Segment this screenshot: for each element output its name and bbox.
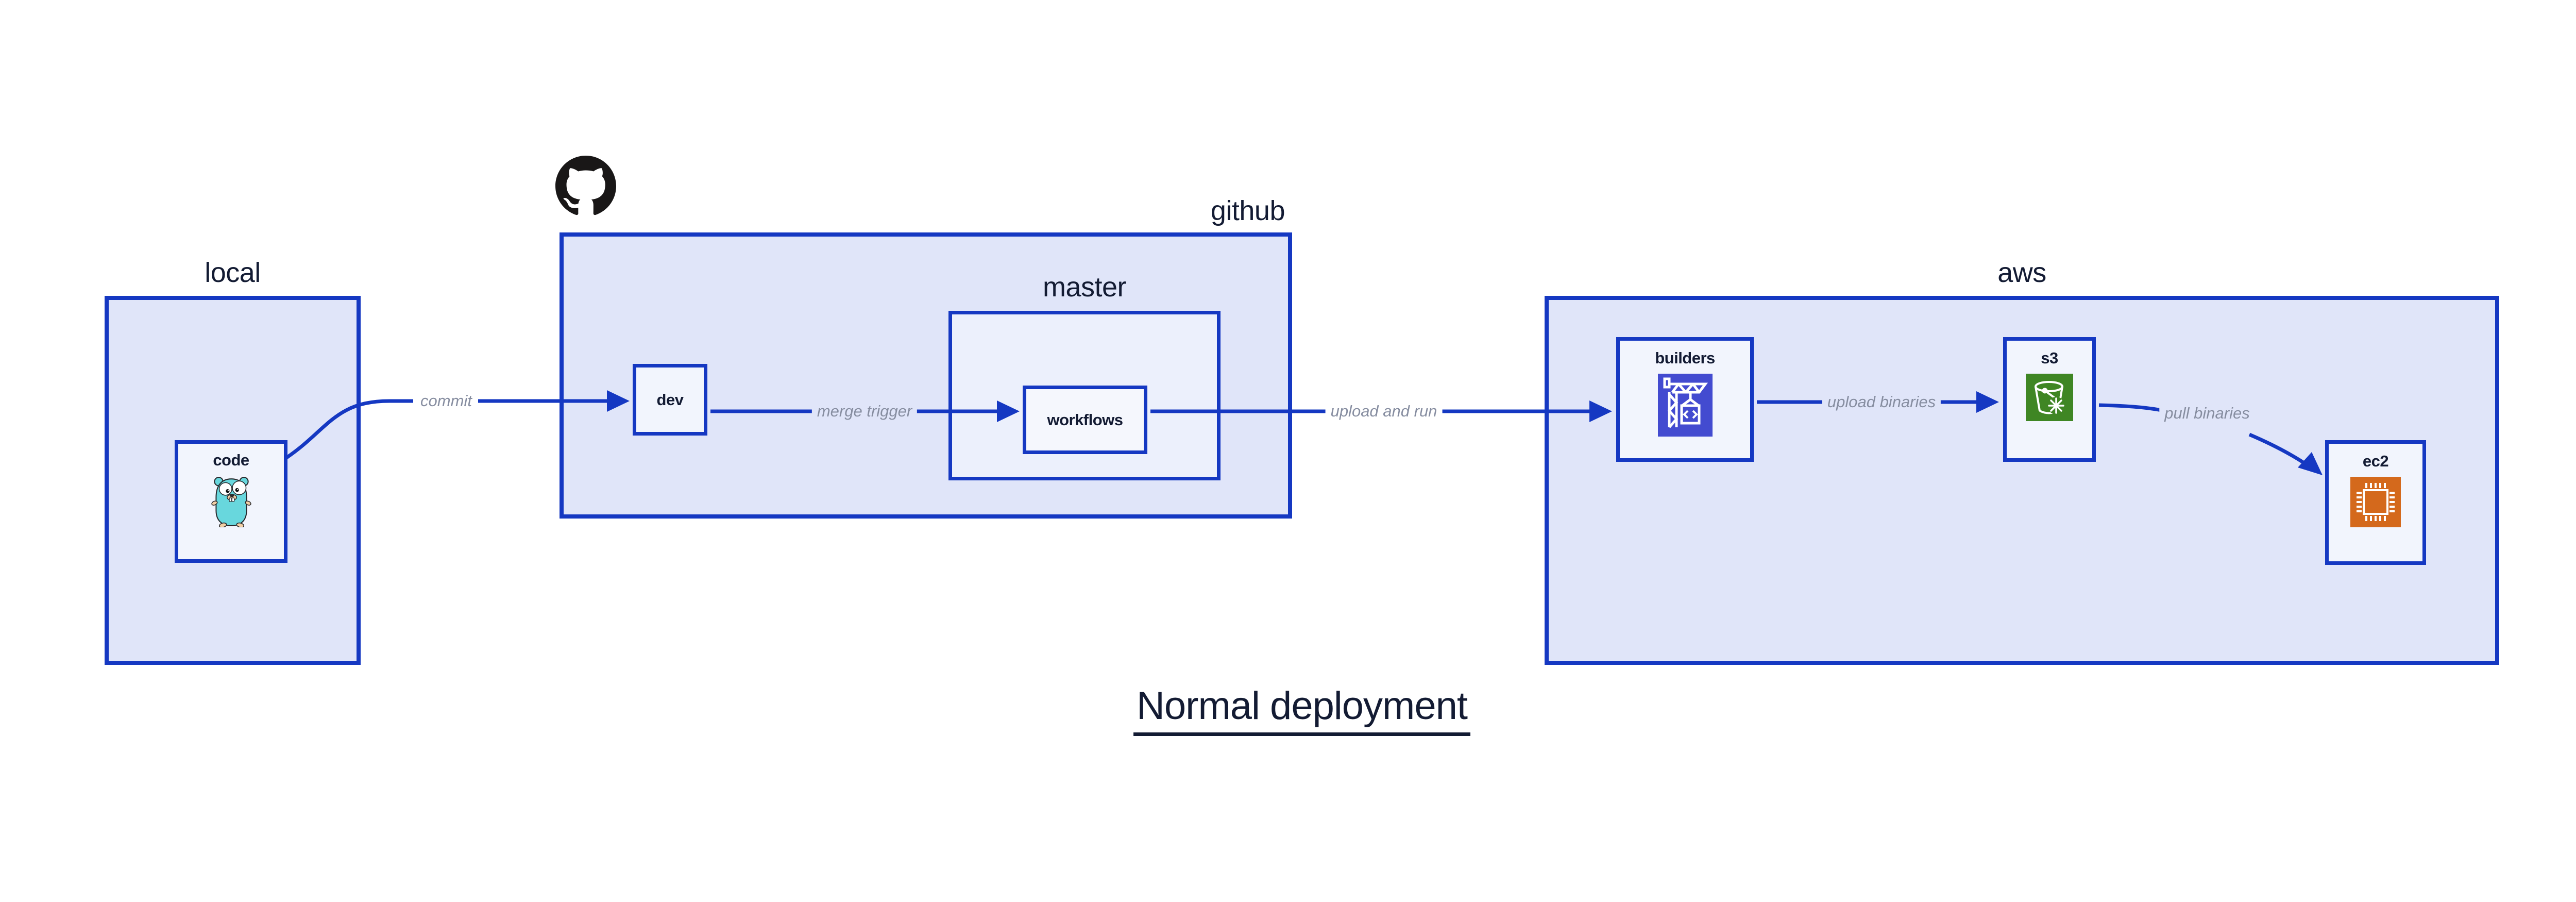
node-label-s3: s3 (2041, 349, 2058, 367)
node-code-box: code (175, 440, 287, 563)
edge-label-upload-and-run: upload and run (1325, 401, 1443, 422)
edge-label-pull-binaries: pull binaries (2159, 403, 2255, 424)
node-label-dev: dev (656, 390, 684, 409)
edge-label-upload-binaries: upload binaries (1822, 392, 1941, 412)
aws-s3-bucket-icon (2026, 374, 2073, 421)
node-label-code: code (213, 451, 249, 469)
node-builders-box: builders (1616, 337, 1754, 462)
diagram-title: Normal deployment (1133, 683, 1470, 736)
edge-label-commit: commit (415, 391, 477, 411)
node-dev-box: dev (633, 364, 707, 436)
group-label-local: local (205, 257, 261, 288)
node-label-workflows: workflows (1047, 410, 1123, 429)
aws-ec2-chip-icon (2350, 477, 2401, 527)
node-ec2-box: ec2 (2325, 440, 2426, 565)
go-gopher-icon (211, 477, 251, 527)
node-workflows-box: workflows (1023, 386, 1147, 454)
group-label-master: master (1042, 272, 1127, 303)
aws-codebuild-icon (1657, 374, 1713, 437)
github-octocat-logo (555, 156, 616, 215)
group-label-aws: aws (1997, 257, 2046, 288)
edge-label-merge-trigger: merge trigger (811, 401, 918, 422)
node-label-ec2: ec2 (2362, 452, 2389, 470)
node-label-builders: builders (1655, 349, 1715, 367)
group-label-github: github (1210, 195, 1285, 226)
node-s3-box: s3 (2003, 337, 2096, 462)
